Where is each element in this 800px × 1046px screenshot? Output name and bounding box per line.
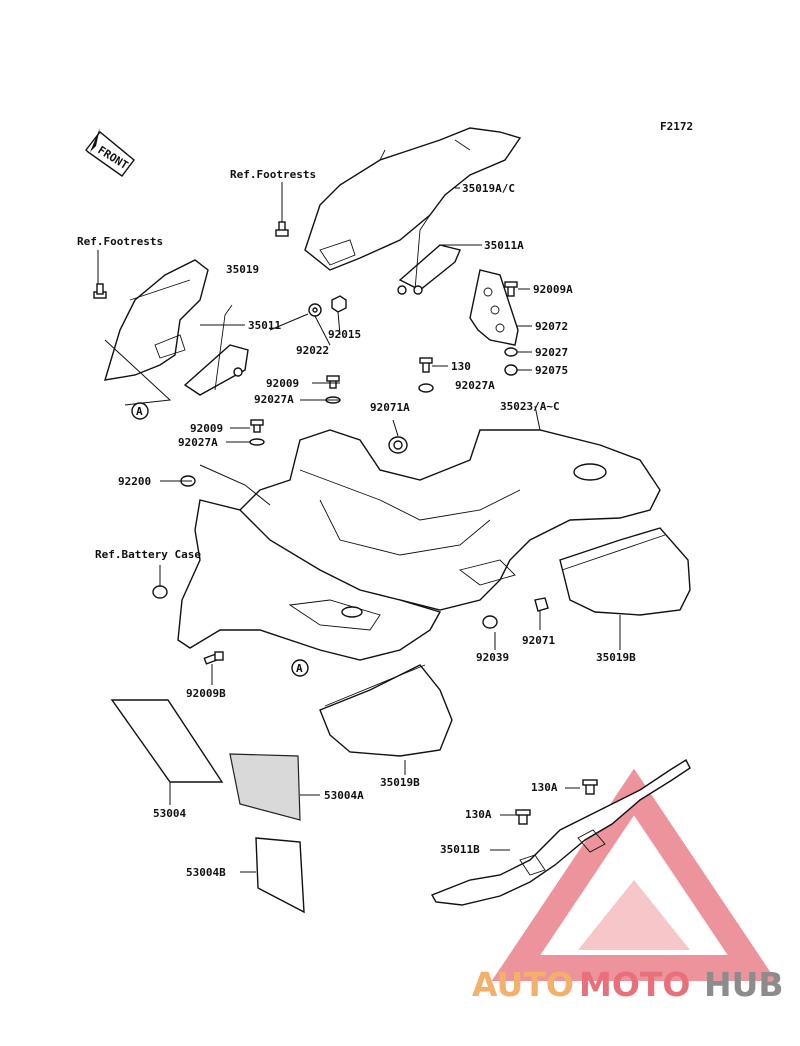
bolt-icon [515,779,598,825]
callout-a-1: A [131,402,149,420]
bolt-icon [418,357,434,393]
part-35019ac-shape [304,127,522,271]
nut-icon [308,303,322,317]
label-35011a: 35011A [484,239,524,252]
part-35011a-shape [397,214,461,295]
ref-footrests-left: Ref.Footrests [77,235,163,248]
watermark-text: AUTO MOTO HUB [472,965,784,1004]
label-92015: 92015 [328,328,361,341]
part-35019b-lower-shape [319,664,453,757]
ref-battery-case: Ref.Battery Case [95,548,201,561]
bolt-icon [325,375,341,404]
label-92027: 92027 [535,346,568,359]
label-92027a-1: 92027A [254,393,294,406]
svg-text:AUTO: AUTO [472,965,574,1004]
label-92009b: 92009B [186,687,226,700]
bolt-icon [249,419,265,446]
label-35011b: 35011B [440,843,480,856]
grommet-icon [388,436,408,454]
label-92075: 92075 [535,364,568,377]
part-92072-shape [469,269,519,346]
label-92071: 92071 [522,634,555,647]
svg-text:A: A [296,662,303,675]
label-53004: 53004 [153,807,186,820]
front-fender-shape [177,499,442,661]
label-92022: 92022 [296,344,329,357]
bolt-icon [504,281,518,297]
part-35019-shape [104,259,209,381]
label-92009-2: 92009 [190,422,223,435]
label-35019b-right: 35019B [596,651,636,664]
label-53004b: 53004B [186,866,226,879]
label-130a-1: 130A [531,781,558,794]
figure-code: F2172 [660,120,693,133]
label-35019: 35019 [226,263,259,276]
part-35011b-shape [430,758,691,906]
label-92027a-right: 92027A [455,379,495,392]
plug-icon [152,585,168,599]
label-92009a: 92009A [533,283,573,296]
svg-text:MOTO: MOTO [579,965,690,1004]
svg-text:HUB: HUB [704,965,784,1004]
label-130a-2: 130A [465,808,492,821]
label-130: 130 [451,360,471,373]
part-53004-shape [110,699,305,914]
ref-footrests-top: Ref.Footrests [230,168,316,181]
label-53004a: 53004A [324,789,364,802]
watermark-logo [491,768,777,981]
callout-a-2: A [291,659,309,677]
nut-icon [331,295,347,313]
bolt-icon [275,221,289,237]
label-92200: 92200 [118,475,151,488]
bolt-icon [93,283,107,299]
washer-icon [504,347,518,376]
label-35019ac: 35019A/C [462,182,515,195]
label-92039: 92039 [476,651,509,664]
part-35011-shape [183,304,249,396]
part-35019b-right-shape [559,527,691,616]
label-35019b-lower: 35019B [380,776,420,789]
front-arrow-icon: FRONT [85,128,135,177]
bolt-icon [203,651,224,665]
label-35011: 35011 [248,319,281,332]
label-92009-1: 92009 [266,377,299,390]
label-92072: 92072 [535,320,568,333]
svg-text:A: A [136,405,143,418]
label-92027a-2: 92027A [178,436,218,449]
label-92071a: 92071A [370,401,410,414]
label-35023: 35023/A~C [500,400,560,413]
plug-icon [482,597,549,629]
